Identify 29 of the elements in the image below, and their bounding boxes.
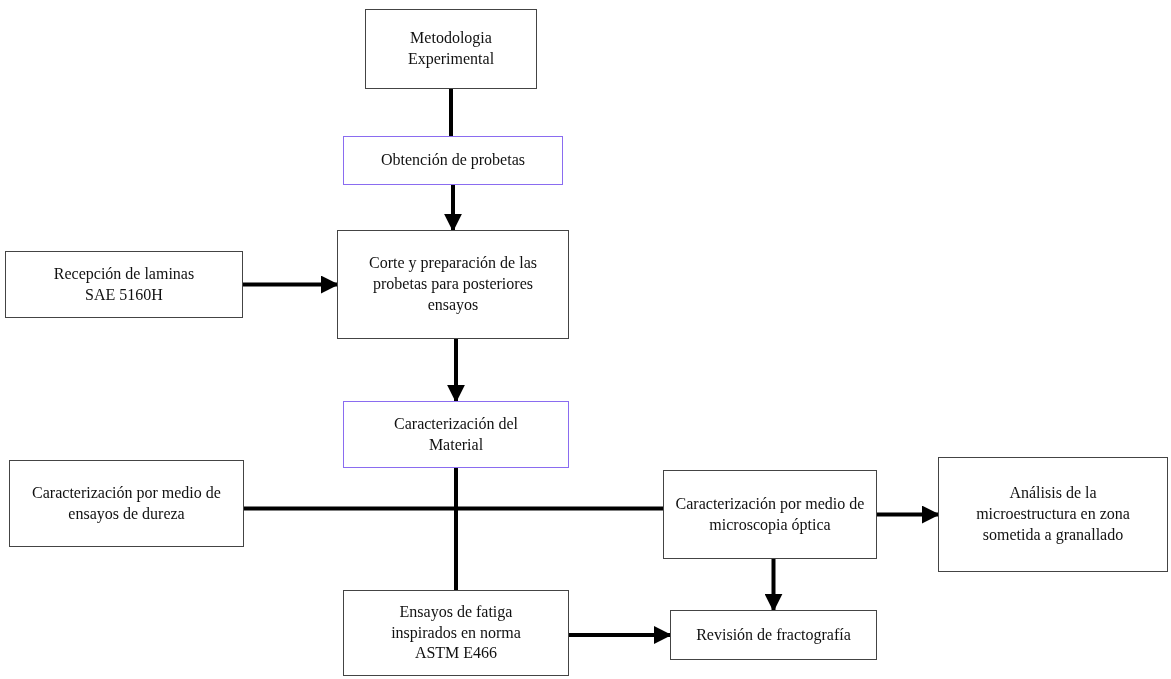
process-box [663,470,877,559]
box-label: Caracterización por medio de microscopia óptica [674,493,866,536]
arrow [447,339,465,403]
connector-line [454,468,458,590]
process-box [9,460,244,547]
box-label: Revisión de fractografía [696,624,851,646]
box-label: Corte y preparación de las probetas para posteriores ensayos [368,253,538,316]
process-box [670,610,877,660]
arrow [444,185,462,232]
box-label: Obtención de probetas [381,150,525,171]
arrow [764,559,783,612]
arrow [569,626,672,644]
process-box [337,230,569,339]
process-box [938,457,1168,572]
box-label: Metodologia Experimental [406,28,496,70]
arrow [243,275,339,294]
process-box [5,251,243,318]
connector-line [449,89,453,136]
box-label: Recepción de laminas SAE 5160H [52,263,196,305]
process-box [343,136,563,185]
box-label: Ensayos de fatiga inspirados en norma ASTM E466 [390,601,522,664]
process-box [343,590,569,676]
box-label: Caracterización del Material [393,413,519,455]
arrow [877,505,940,524]
process-box [365,9,537,89]
connector-line [244,506,663,511]
box-label: Análisis de la microestructura en zona sometida a granallado [975,483,1131,546]
box-label: Caracterización por medio de ensayos de dureza [31,482,222,525]
process-box [343,401,569,468]
